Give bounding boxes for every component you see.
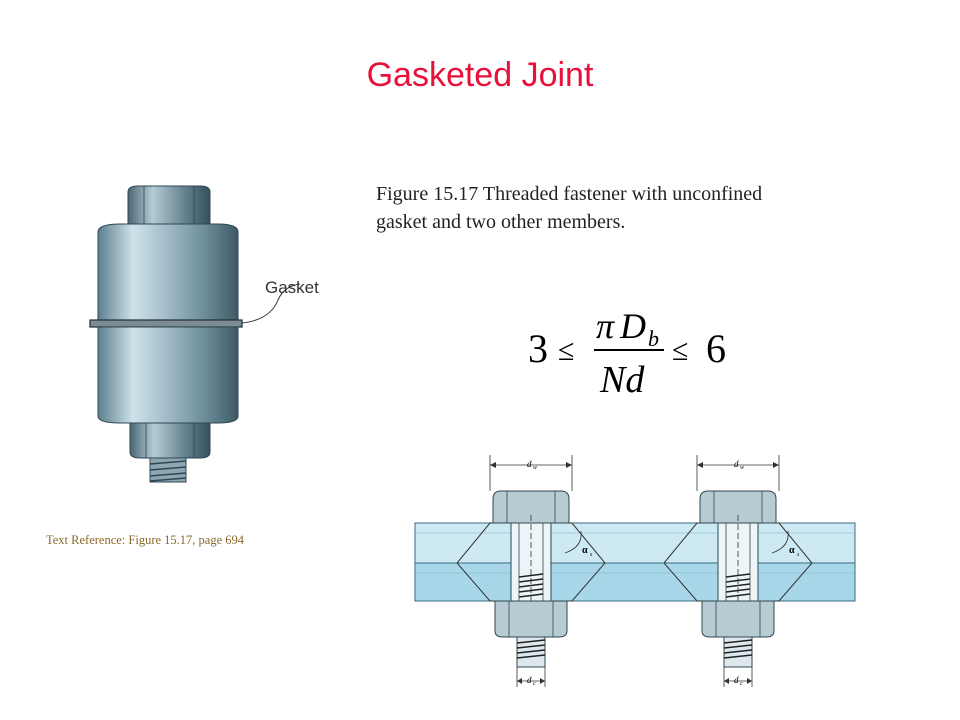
upper-plate (414, 522, 856, 564)
text-reference: Text Reference: Figure 15.17, page 694 (46, 533, 245, 547)
equation-left-relation: ≤ (558, 334, 574, 367)
joint-left: d w α s d c (456, 455, 606, 687)
caption-line-1: Figure 15.17 Threaded fastener with unco… (376, 183, 763, 205)
equation-numerator-sub: b (648, 326, 659, 351)
equation-denominator: Nd (599, 359, 645, 401)
bolt-head (127, 185, 211, 225)
top-dim-sub-right: w (740, 465, 744, 471)
bottom-dim-label-left: d (527, 675, 532, 685)
angle-sub-left: s (590, 552, 593, 558)
lower-member (97, 326, 239, 424)
angle-label-left: α (582, 545, 588, 556)
equation-right-bound: 6 (706, 326, 726, 371)
bolt-gasket-illustration: Gasket (89, 185, 319, 483)
joint-section-illustration: d w α s d c d w (414, 455, 856, 687)
caption-line-2: gasket and two other members. (376, 211, 626, 233)
equation-numerator-var: D (619, 306, 646, 346)
equation-right-relation: ≤ (672, 334, 688, 367)
lower-plate (414, 562, 856, 602)
figure-caption: Figure 15.17 Threaded fastener with unco… (376, 180, 876, 236)
joint-right: d w α s d c (663, 455, 813, 687)
angle-label-right: α (789, 545, 795, 556)
bottom-dim-sub-left: c (533, 681, 536, 687)
gasket-label: Gasket (265, 278, 319, 297)
gasket-leader-line (241, 283, 301, 324)
slide-title: Gasketed Joint (366, 56, 594, 94)
equation-left-bound: 3 (528, 326, 548, 371)
equation-pi: π (596, 306, 615, 346)
bottom-dim-label-right: d (734, 675, 739, 685)
top-dim-label-right: d (734, 459, 739, 469)
bolt-thread-end (149, 457, 187, 483)
gasket-spacing-equation: 3 ≤ π D b Nd ≤ 6 (528, 306, 726, 401)
bottom-dim-sub-right: c (740, 681, 743, 687)
upper-member (97, 223, 239, 321)
top-dim-sub-left: w (533, 465, 537, 471)
top-dim-label-left: d (527, 459, 532, 469)
gasket (89, 319, 243, 328)
angle-sub-right: s (797, 552, 800, 558)
nut (129, 422, 211, 459)
